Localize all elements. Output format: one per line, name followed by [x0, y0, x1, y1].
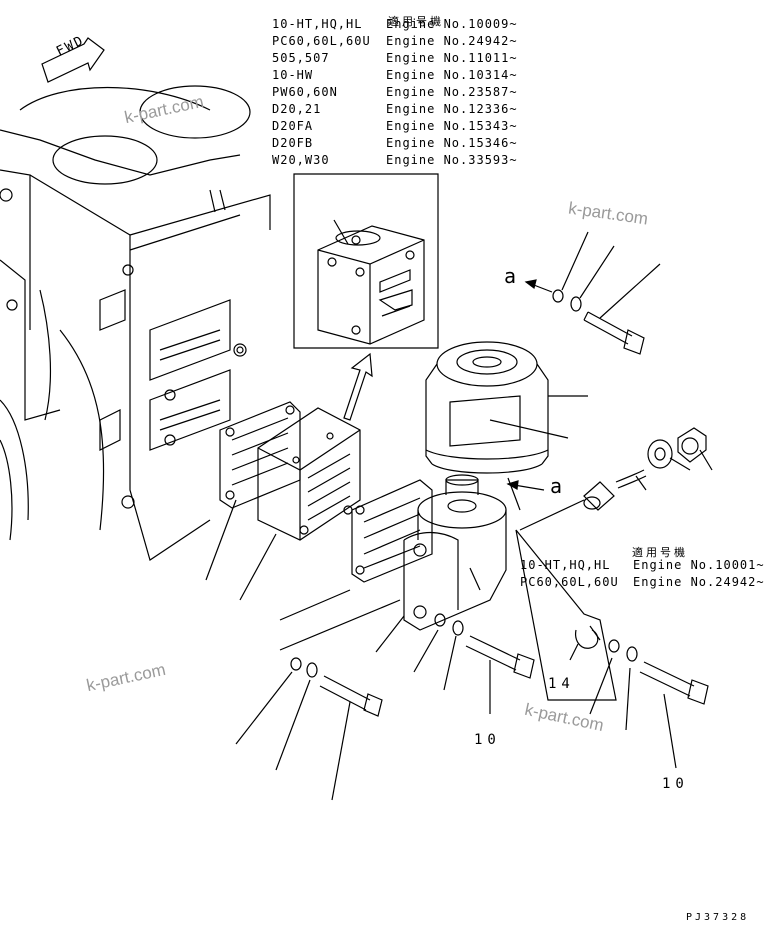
- model-cell: D20,21: [272, 102, 322, 116]
- engine-cell: Engine No.15346~: [386, 136, 518, 150]
- engine-cell: Engine No.24942~: [633, 575, 765, 589]
- engine-block: [0, 86, 270, 560]
- model-cell: 10-HT,HQ,HL: [520, 558, 611, 572]
- model-cell: D20FA: [272, 119, 314, 133]
- gasket-right: [352, 480, 432, 582]
- oil-filter: [426, 342, 588, 473]
- model-cell: 10-HW: [272, 68, 314, 82]
- arrow-a-icons: [508, 280, 552, 510]
- engine-cell: Engine No.10001~: [633, 558, 765, 572]
- model-cell: PW60,60N: [272, 85, 338, 99]
- filter-head: [404, 475, 506, 630]
- engine-cell: Engine No.10009~: [386, 17, 518, 31]
- oil-cooler-cover: [258, 408, 360, 540]
- model-cell: 505,507: [272, 51, 330, 65]
- callout-14: 14: [548, 676, 575, 692]
- relief-valve-parts: [520, 428, 712, 530]
- bolts-lower: [291, 614, 708, 716]
- model-cell: PC60,60L,60U: [272, 34, 371, 48]
- model-cell: W20,W30: [272, 153, 330, 167]
- engine-cell: Engine No.11011~: [386, 51, 518, 65]
- engine-cell: Engine No.12336~: [386, 102, 518, 116]
- engine-cell: Engine No.23587~: [386, 85, 518, 99]
- callout-10-left: 10: [474, 732, 501, 748]
- applicability-header-bottom: 適用号機: [632, 546, 688, 559]
- callout-10-right: 10: [662, 776, 689, 792]
- engine-cell: Engine No.24942~: [386, 34, 518, 48]
- drawing-code: PJ37328: [686, 912, 750, 923]
- fwd-arrow-icon: [42, 38, 104, 82]
- engine-cell: Engine No.10314~: [386, 68, 518, 82]
- model-cell: PC60,60L,60U: [520, 575, 619, 589]
- engine-cell: Engine No.15343~: [386, 119, 518, 133]
- callout-a-mid: a: [550, 474, 568, 498]
- leader-lines: [206, 500, 676, 800]
- engine-cell: Engine No.33593~: [386, 153, 518, 167]
- bolt-top: [553, 232, 660, 354]
- applicability-header-top: 適用号機: [388, 15, 444, 28]
- gasket-left: [220, 402, 300, 508]
- model-cell: D20FB: [272, 136, 314, 150]
- model-cell: 10-HT,HQ,HL: [272, 17, 363, 31]
- clamp-box: [516, 530, 616, 700]
- detail-inset: [294, 174, 438, 420]
- callout-a-top: a: [504, 264, 522, 288]
